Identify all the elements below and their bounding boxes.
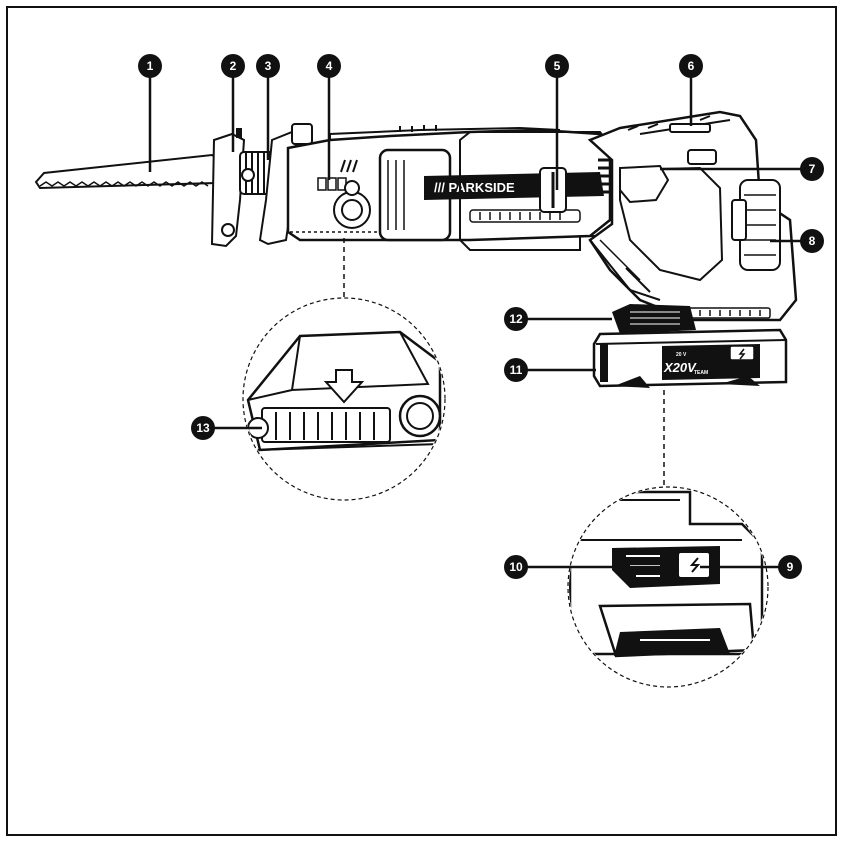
battery-badge-model: X20V — [663, 360, 697, 375]
callout-7-label: 7 — [809, 162, 816, 176]
battery-badge-team: TEAM — [694, 370, 708, 376]
callout-5-label: 5 — [554, 59, 561, 73]
handle — [587, 110, 798, 322]
charge-indicator-icon — [729, 345, 755, 361]
blade-clamp — [239, 151, 275, 195]
callout-13: 13 — [191, 416, 215, 440]
callout-2: 2 — [221, 54, 245, 78]
leader-lines — [148, 66, 812, 569]
callout-12: 12 — [504, 307, 528, 331]
diagram-border — [6, 6, 837, 836]
callout-10-label: 10 — [509, 560, 523, 574]
callout-10: 10 — [504, 555, 528, 579]
detail-charge-indicator — [567, 390, 769, 688]
vent-slots — [317, 177, 347, 191]
brand-label: /// PARKSIDE — [434, 180, 515, 195]
callout-4: 4 — [317, 54, 341, 78]
arrow-down-icon — [323, 369, 365, 404]
trigger — [619, 164, 670, 204]
callout-4-label: 4 — [326, 59, 333, 73]
callout-1: 1 — [138, 54, 162, 78]
callout-6: 6 — [679, 54, 703, 78]
callout-8-label: 8 — [809, 234, 816, 248]
callout-2-label: 2 — [230, 59, 237, 73]
battery-pack: 20 V X20V TEAM — [592, 304, 788, 388]
callout-7: 7 — [800, 157, 824, 181]
callout-9: 9 — [778, 555, 802, 579]
callout-8: 8 — [800, 229, 824, 253]
callout-5: 5 — [545, 54, 569, 78]
callout-12-label: 12 — [509, 312, 523, 326]
callout-6-label: 6 — [688, 59, 695, 73]
callout-1-label: 1 — [147, 59, 154, 73]
battery-release-button — [612, 304, 696, 334]
callout-3: 3 — [256, 54, 280, 78]
callout-13-label: 13 — [196, 421, 210, 435]
brand-plate: /// PARKSIDE — [424, 172, 604, 200]
callout-9-label: 9 — [787, 560, 794, 574]
callout-11-label: 11 — [510, 363, 523, 377]
callout-3-label: 3 — [265, 59, 272, 73]
callout-11: 11 — [504, 358, 528, 382]
detail-vent-slots — [242, 238, 446, 501]
saw-blade — [34, 153, 222, 190]
battery-badge-voltage: 20 V — [676, 352, 687, 358]
soft-grip — [731, 179, 781, 271]
